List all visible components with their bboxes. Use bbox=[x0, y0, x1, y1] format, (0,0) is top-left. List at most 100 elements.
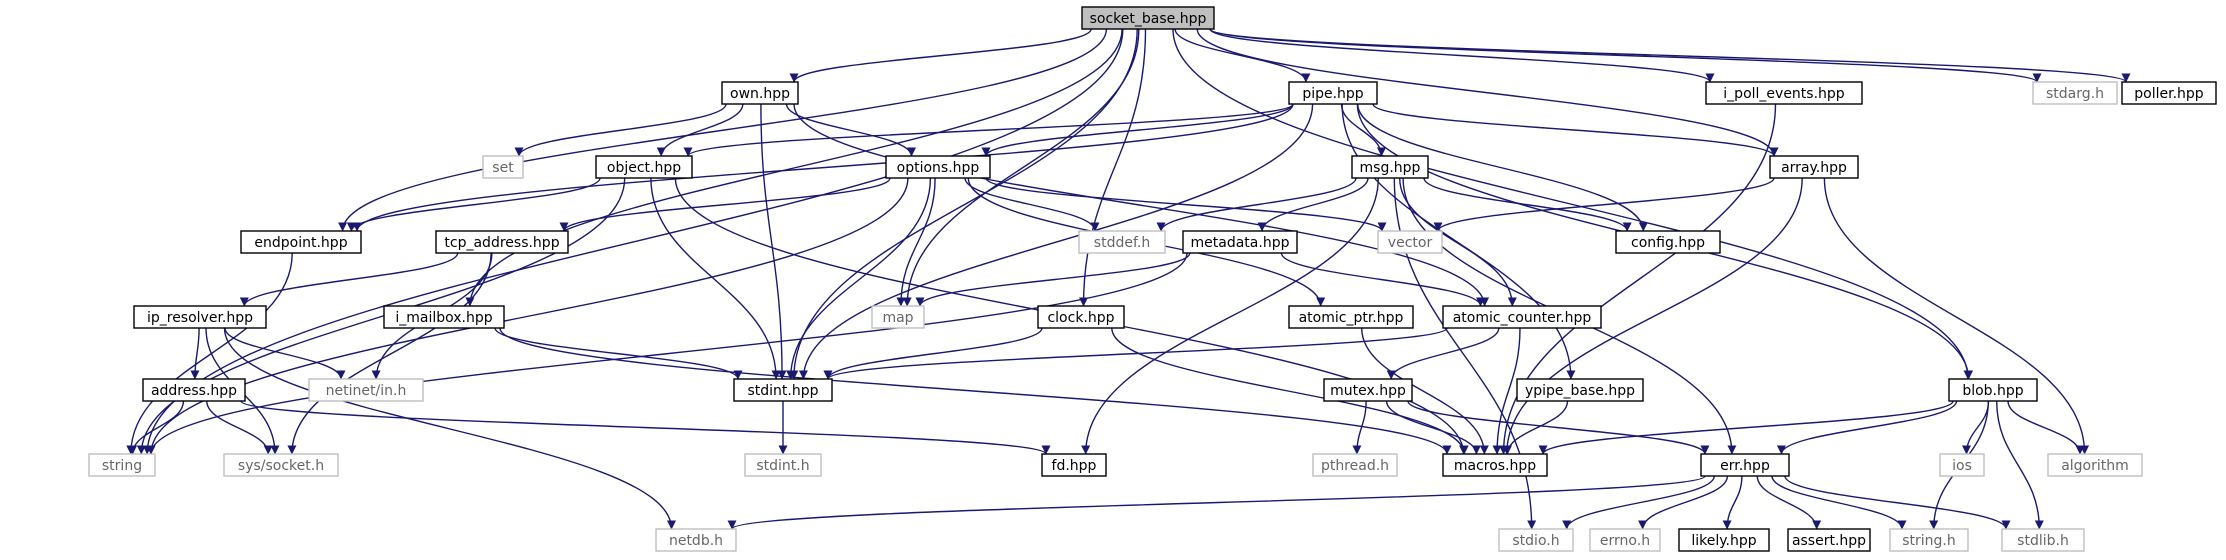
edge-socket_base-to-map bbox=[902, 28, 1140, 307]
node-label: pipe.hpp bbox=[1302, 86, 1363, 102]
node-label: config.hpp bbox=[1631, 235, 1705, 251]
edge-socket_base-to-own bbox=[789, 28, 1092, 83]
edge-object-to-endpoint bbox=[346, 177, 601, 232]
node-clock[interactable]: clock.hpp bbox=[1037, 305, 1125, 329]
edge-metadata-to-map bbox=[915, 252, 1191, 307]
node-stdint-hpp[interactable]: stdint.hpp bbox=[733, 378, 833, 402]
node-box bbox=[142, 378, 246, 402]
edge-blob-to-err bbox=[1776, 400, 1958, 455]
edge-address-to-fd bbox=[240, 400, 1051, 455]
node-label: blob.hpp bbox=[1962, 383, 2023, 399]
node-socket-base[interactable]: socket_base.hpp bbox=[1081, 6, 1215, 30]
node-label: string.h bbox=[1902, 533, 1956, 549]
edge-err-to-errno bbox=[1638, 475, 1729, 530]
edge-address-to-string bbox=[128, 400, 185, 455]
node-box bbox=[721, 81, 799, 105]
node-likely[interactable]: likely.hpp bbox=[1678, 528, 1770, 552]
node-ypipe-base[interactable]: ypipe_base.hpp bbox=[1516, 378, 1644, 402]
node-string: string bbox=[88, 453, 156, 477]
edge-blob-to-ios bbox=[1962, 400, 1990, 455]
node-endpoint[interactable]: endpoint.hpp bbox=[240, 230, 362, 254]
edge-socket_base-to-stdarg bbox=[1209, 28, 2042, 83]
node-config[interactable]: config.hpp bbox=[1615, 230, 1721, 254]
node-box bbox=[1182, 230, 1298, 254]
node-box bbox=[2047, 453, 2143, 477]
node-label: socket_base.hpp bbox=[1090, 11, 1207, 27]
node-assert[interactable]: assert.hpp bbox=[1787, 528, 1871, 552]
node-msg[interactable]: msg.hpp bbox=[1351, 155, 1429, 179]
node-address[interactable]: address.hpp bbox=[142, 378, 246, 402]
edge-socket_base-to-string bbox=[142, 28, 1124, 455]
node-label: netinet/in.h bbox=[326, 383, 407, 399]
node-label: clock.hpp bbox=[1047, 310, 1114, 326]
node-blob[interactable]: blob.hpp bbox=[1948, 378, 2038, 402]
node-box bbox=[1442, 453, 1548, 477]
node-atomic-counter[interactable]: atomic_counter.hpp bbox=[1442, 305, 1602, 329]
edge-pipe-to-options bbox=[981, 103, 1294, 157]
edge-ip_resolver-to-address bbox=[190, 327, 200, 380]
edge-atomic_ptr-to-macros bbox=[1361, 327, 1489, 455]
node-box bbox=[308, 378, 424, 402]
node-ios: ios bbox=[1939, 453, 1985, 477]
node-box bbox=[383, 305, 505, 329]
node-own[interactable]: own.hpp bbox=[721, 81, 799, 105]
node-label: address.hpp bbox=[151, 383, 237, 399]
node-atomic-ptr[interactable]: atomic_ptr.hpp bbox=[1288, 305, 1414, 329]
node-box bbox=[871, 305, 925, 329]
node-fd[interactable]: fd.hpp bbox=[1041, 453, 1107, 477]
node-label: array.hpp bbox=[1781, 160, 1847, 176]
edge-pipe-to-array bbox=[1372, 103, 1779, 157]
node-box bbox=[1705, 81, 1863, 105]
node-poller[interactable]: poller.hpp bbox=[2121, 81, 2217, 105]
node-box bbox=[223, 453, 339, 477]
node-label: assert.hpp bbox=[1792, 533, 1866, 549]
edge-tcp_address-to-sys_socket bbox=[287, 252, 492, 455]
node-object[interactable]: object.hpp bbox=[595, 155, 693, 179]
node-i-mailbox[interactable]: i_mailbox.hpp bbox=[383, 305, 505, 329]
node-label: ios bbox=[1952, 458, 1972, 474]
node-box bbox=[1377, 230, 1443, 254]
node-netinet-in: netinet/in.h bbox=[308, 378, 424, 402]
node-box bbox=[1037, 305, 1125, 329]
node-tcp-address[interactable]: tcp_address.hpp bbox=[435, 230, 569, 254]
node-label: mutex.hpp bbox=[1330, 383, 1406, 399]
node-box bbox=[1081, 6, 1215, 30]
edge-i_mailbox-to-stdint_hpp bbox=[494, 327, 743, 380]
node-box bbox=[1078, 230, 1166, 254]
node-box bbox=[733, 378, 833, 402]
edge-blob-to-algorithm bbox=[2007, 400, 2085, 455]
node-label: atomic_counter.hpp bbox=[1453, 310, 1592, 326]
node-stdint-h: stdint.h bbox=[744, 453, 822, 477]
node-label: set bbox=[492, 160, 514, 176]
node-options[interactable]: options.hpp bbox=[885, 155, 991, 179]
edge-socket_base-to-i_poll_events bbox=[1209, 28, 1715, 83]
node-label: string bbox=[102, 458, 142, 474]
node-box bbox=[1323, 378, 1413, 402]
edge-socket_base-to-blob bbox=[1172, 28, 1973, 380]
node-mutex[interactable]: mutex.hpp bbox=[1323, 378, 1413, 402]
node-i-poll-events[interactable]: i_poll_events.hpp bbox=[1705, 81, 1863, 105]
node-label: macros.hpp bbox=[1454, 458, 1536, 474]
node-err[interactable]: err.hpp bbox=[1700, 453, 1790, 477]
edge-msg-to-config bbox=[1423, 177, 1632, 232]
edge-array-to-algorithm bbox=[1823, 177, 2090, 455]
node-stdarg: stdarg.h bbox=[2032, 81, 2118, 105]
edge-options-to-stdint_hpp bbox=[786, 177, 932, 380]
edge-object-to-stdint_hpp bbox=[650, 177, 781, 380]
edge-atomic_counter-to-mutex bbox=[1386, 327, 1500, 380]
node-set: set bbox=[482, 155, 524, 179]
node-label: msg.hpp bbox=[1360, 160, 1421, 176]
node-algorithm: algorithm bbox=[2047, 453, 2143, 477]
edge-mutex-to-macros bbox=[1385, 400, 1481, 455]
node-metadata[interactable]: metadata.hpp bbox=[1182, 230, 1298, 254]
node-label: sys/socket.h bbox=[238, 458, 324, 474]
edge-clock-to-stdint_hpp bbox=[823, 327, 1043, 380]
node-pipe[interactable]: pipe.hpp bbox=[1288, 81, 1378, 105]
node-macros[interactable]: macros.hpp bbox=[1442, 453, 1548, 477]
edge-msg-to-metadata bbox=[1257, 177, 1369, 232]
edge-err-to-string_h bbox=[1771, 475, 1907, 530]
node-array[interactable]: array.hpp bbox=[1769, 155, 1859, 179]
node-ip-resolver[interactable]: ip_resolver.hpp bbox=[133, 305, 267, 329]
node-label: ypipe_base.hpp bbox=[1525, 383, 1635, 399]
